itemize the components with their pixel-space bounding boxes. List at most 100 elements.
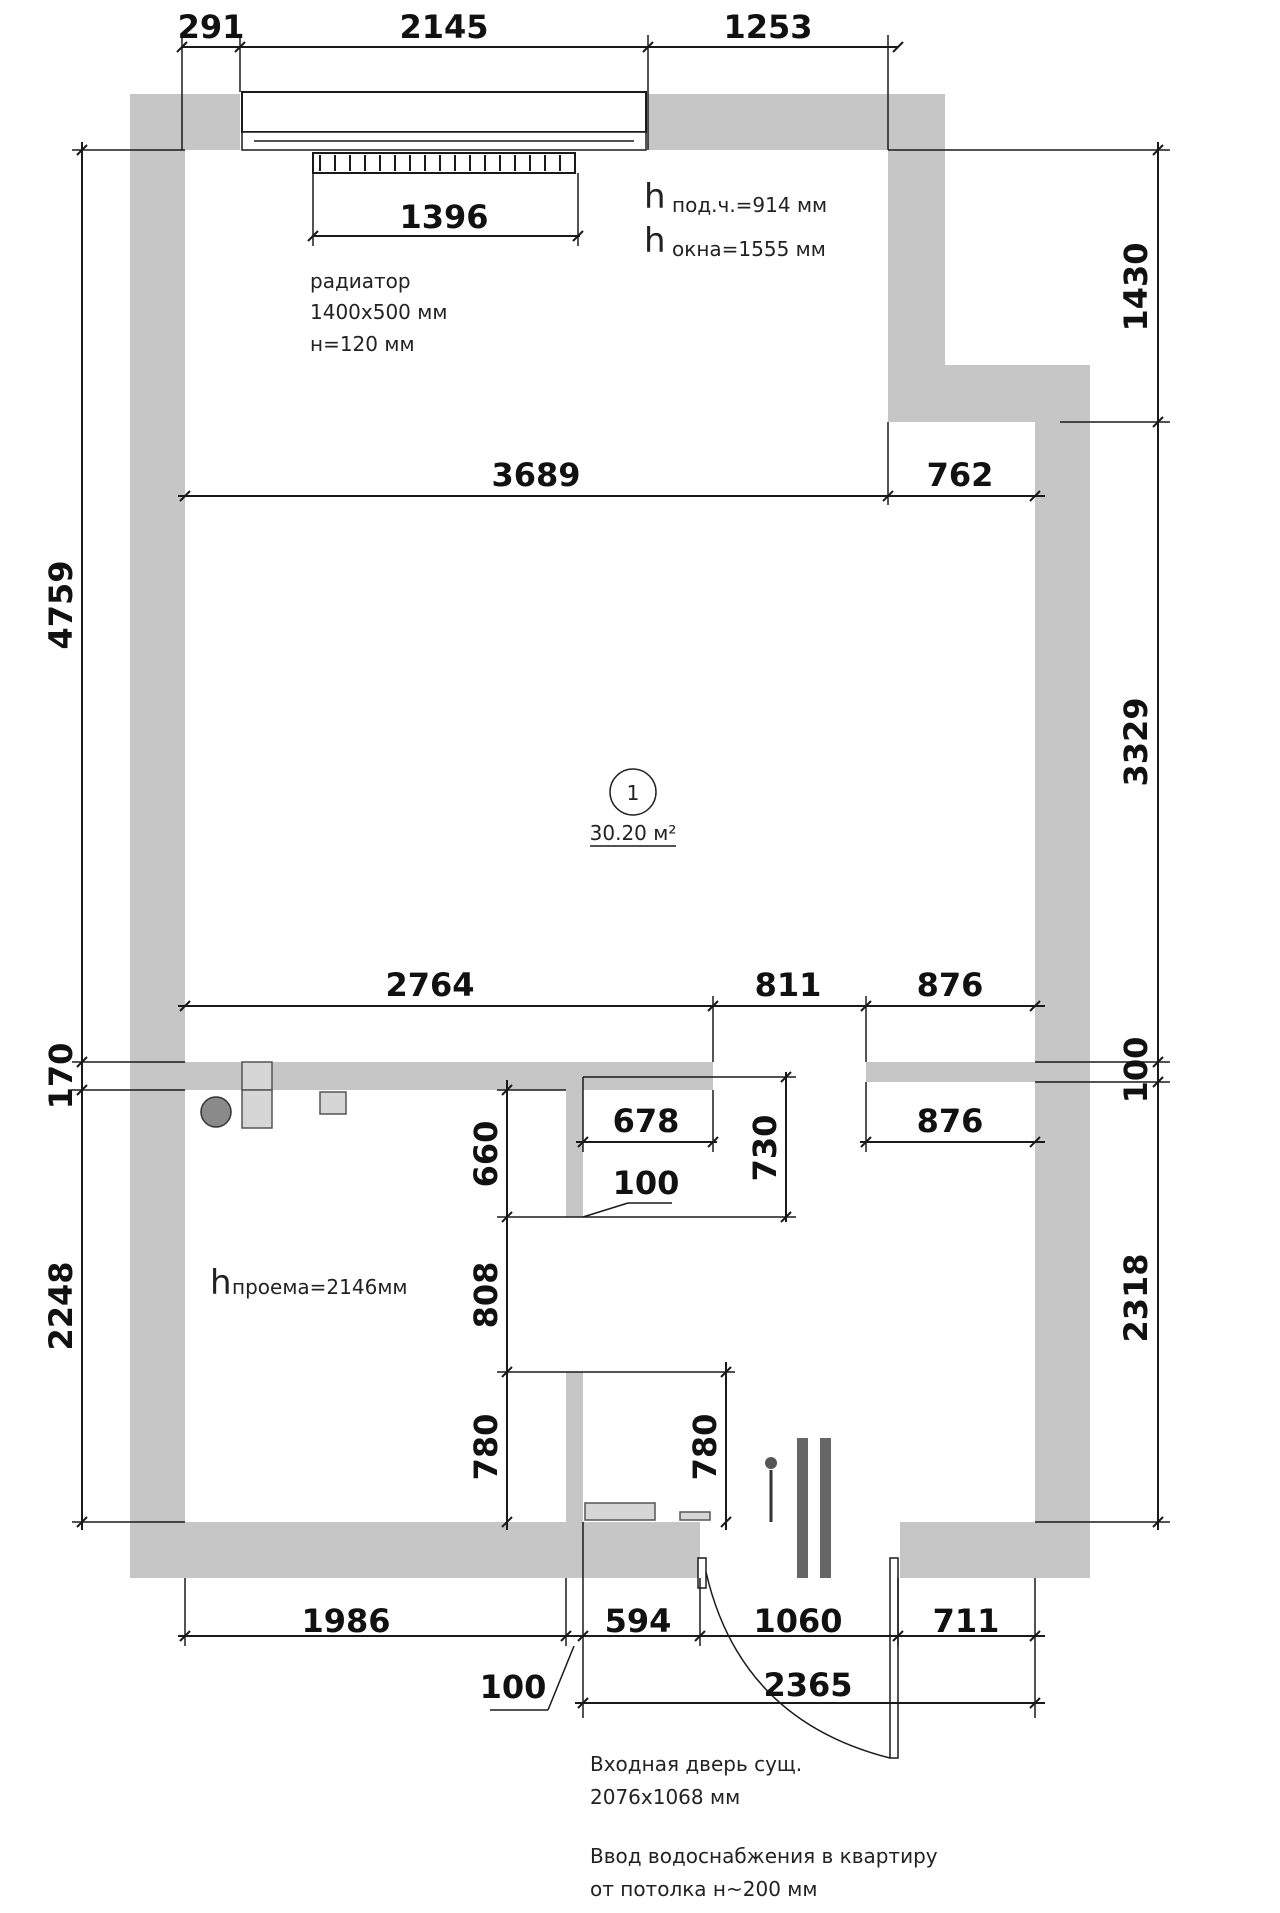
dimension-tick [577, 1630, 589, 1642]
dim-radiator: 1396 [399, 198, 488, 236]
dim-bottom-total: 2365 [763, 1666, 852, 1704]
water-supply-note-2: от потолка н~200 мм [590, 1877, 817, 1901]
radiator-body [312, 152, 576, 174]
dim-bottom-2: 594 [605, 1602, 672, 1640]
dim-top-1: 291 [178, 8, 245, 46]
dim-left-lower: 2248 [42, 1261, 80, 1350]
dim-bottom-100: 100 [480, 1668, 547, 1706]
dimension-tick [1152, 1516, 1164, 1528]
dim-partition-right: 876 [917, 966, 984, 1004]
dimension-tick [179, 1630, 191, 1642]
dim-mid-left: 3689 [491, 456, 580, 494]
partition-stub [566, 1062, 583, 1217]
dim-bottom-4: 711 [933, 1602, 1000, 1640]
dimension-lines [72, 35, 1170, 1718]
dimension-tick [1152, 416, 1164, 428]
dim-inner-780-right: 780 [686, 1414, 724, 1481]
dimension-tick [707, 1000, 719, 1012]
water-supply-note-1: Ввод водоснабжения в квартиру [590, 1844, 938, 1868]
meter-box [319, 1091, 347, 1115]
pipe-riser [200, 1096, 232, 1128]
window-height-h: h [644, 221, 666, 261]
water-inlet-fixture [679, 1511, 711, 1521]
dim-partition-opening: 811 [755, 966, 822, 1004]
dimension-tick [892, 41, 904, 53]
dimension-tick [1152, 1056, 1164, 1068]
radiator [312, 152, 576, 174]
panel-left [797, 1438, 808, 1578]
dim-right-top: 1430 [1117, 242, 1155, 331]
door-swing-arc [705, 1571, 891, 1759]
panel-right [820, 1438, 831, 1578]
door-leaf [889, 1557, 899, 1759]
dim-top-3: 1253 [723, 8, 812, 46]
dimension-tick [1029, 1136, 1041, 1148]
dimension-tick [720, 1516, 732, 1528]
dim-mid-right: 762 [927, 456, 994, 494]
radiator-note-2: 1400х500 мм [310, 300, 447, 324]
window-height-label: окна=1555 мм [672, 237, 826, 261]
dimension-tick [780, 1071, 792, 1083]
dimension-tick [176, 41, 188, 53]
dimension-tick [860, 1136, 872, 1148]
entrance-door [697, 1557, 899, 1759]
sill-height-label: под.ч.=914 мм [672, 193, 827, 217]
radiator-note-3: н=120 мм [310, 332, 415, 356]
dimension-tick [501, 1366, 513, 1378]
dimension-tick [1029, 490, 1041, 502]
dimension-tick [720, 1366, 732, 1378]
dimension-ticks [76, 41, 1164, 1709]
door-jamb-left [697, 1557, 707, 1589]
dim-partition-left: 2764 [385, 966, 474, 1004]
dimension-tick [179, 490, 191, 502]
dim-inner-730: 730 [746, 1115, 784, 1182]
dimension-tick [234, 41, 246, 53]
dim-left-upper: 4759 [42, 560, 80, 649]
fixtures [200, 1061, 831, 1578]
partition-wall-right [866, 1062, 1035, 1082]
dim-right-lower: 2318 [1117, 1253, 1155, 1342]
dimension-tick [577, 1697, 589, 1709]
dimension-tick [76, 144, 88, 156]
lamp-fixture [765, 1457, 777, 1469]
dim-top-2: 2145 [399, 8, 488, 46]
window [241, 91, 647, 151]
bathroom-wall [566, 1372, 583, 1522]
dim-right-mid: 3329 [1117, 697, 1155, 786]
room-interior [185, 150, 1035, 1522]
dimension-tick [1029, 1697, 1041, 1709]
dimension-tick [501, 1211, 513, 1223]
dimension-tick [560, 1630, 572, 1642]
dimension-tick [694, 1630, 706, 1642]
dimension-tick [76, 1084, 88, 1096]
dimension-tick [307, 230, 319, 242]
dimension-tick [892, 1630, 904, 1642]
dimension-tick [1029, 1000, 1041, 1012]
dimension-tick [707, 1136, 719, 1148]
dim-right-partition: 100 [1117, 1037, 1155, 1104]
dim-bottom-3: 1060 [753, 1602, 842, 1640]
dim-left-partition: 170 [42, 1043, 80, 1110]
sill-height-h: h [644, 177, 666, 217]
dimension-tick [1152, 1076, 1164, 1088]
dimension-tick [780, 1211, 792, 1223]
dim-inner-678: 678 [613, 1102, 680, 1140]
duct-upper [241, 1061, 273, 1091]
radiator-note-1: радиатор [310, 269, 411, 293]
dimension-tick [860, 1000, 872, 1012]
opening-height-label: проема=2146мм [232, 1275, 408, 1299]
dim-inner-780-left: 780 [467, 1414, 505, 1481]
dimension-tick [572, 230, 584, 242]
entrance-door-note-1: Входная дверь сущ. [590, 1752, 802, 1776]
dimension-tick [76, 1056, 88, 1068]
room-area: 30.20 м² [590, 821, 677, 845]
dim-inner-808: 808 [467, 1262, 505, 1329]
dimension-tick [1029, 1630, 1041, 1642]
dimension-tick [642, 41, 654, 53]
dim-inner-660: 660 [467, 1121, 505, 1188]
room-number: 1 [627, 781, 640, 805]
dimension-tick [76, 1516, 88, 1528]
dimension-tick [501, 1084, 513, 1096]
dim-inner-876: 876 [917, 1102, 984, 1140]
dim-bottom-1: 1986 [301, 1602, 390, 1640]
